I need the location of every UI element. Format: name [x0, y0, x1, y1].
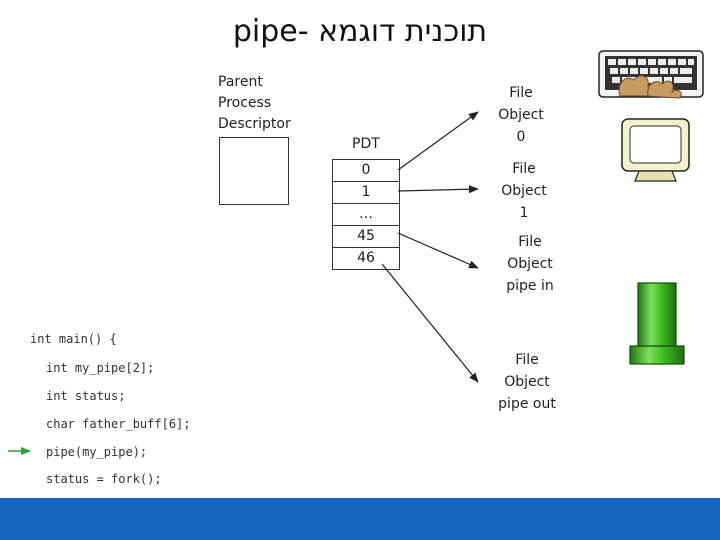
- pipe-icon: [629, 282, 685, 365]
- pdt-label: PDT: [352, 136, 380, 152]
- code-line: int main() {: [30, 332, 117, 346]
- file-object-0: File Object 0: [471, 82, 571, 148]
- ppd-label-line: Parent: [218, 74, 263, 90]
- pdt-row-ellipsis: …: [333, 204, 399, 226]
- parent-process-descriptor-label: Parent Process Descriptor: [218, 72, 318, 135]
- file-object-pipe-in-line: pipe in: [506, 278, 554, 294]
- ppd-label-line: Process: [218, 95, 272, 111]
- code-line: int status;: [46, 389, 126, 403]
- file-object-1-line: Object: [501, 183, 547, 199]
- page-title: pipe- תוכנית דוגמא: [232, 14, 488, 49]
- file-object-1: File Object 1: [474, 158, 574, 224]
- pdt-row-46: 46: [333, 248, 399, 270]
- pdt-row-0: 0: [333, 159, 399, 182]
- pdt-row-1: 1: [333, 182, 399, 204]
- arrow-pdt1-to-fo1: [397, 185, 479, 194]
- bottom-bar: [0, 498, 720, 540]
- file-object-pipe-out-line: Object: [504, 374, 550, 390]
- arrow-pdt46-to-pipe-out: [381, 263, 479, 383]
- file-object-0-line: Object: [498, 107, 544, 123]
- code-line: status = fork();: [46, 472, 162, 486]
- code-line: char father_buff[6];: [46, 417, 191, 431]
- file-object-pipe-in-line: File: [518, 234, 542, 250]
- file-object-pipe-out-line: File: [515, 352, 539, 368]
- arrow-pdt0-to-fo0: [397, 111, 479, 171]
- pdt-row-45: 45: [333, 226, 399, 248]
- parent-process-descriptor-box: [219, 137, 289, 205]
- keyboard-icon: [598, 50, 704, 99]
- file-object-pipe-in: File Object pipe in: [480, 231, 580, 297]
- file-object-0-line: 0: [516, 129, 526, 145]
- file-object-pipe-in-line: Object: [507, 256, 553, 272]
- file-object-pipe-out-line: pipe out: [498, 396, 556, 412]
- file-object-pipe-out: File Object pipe out: [477, 349, 577, 415]
- monitor-icon: [621, 118, 690, 182]
- file-object-0-line: File: [509, 85, 533, 101]
- arrow-pdt45-to-pipe-in: [397, 232, 479, 269]
- file-object-1-line: 1: [519, 205, 529, 221]
- file-object-1-line: File: [512, 161, 536, 177]
- ppd-label-line: Descriptor: [218, 116, 291, 132]
- code-line: int my_pipe[2];: [46, 361, 155, 375]
- code-line-current: pipe(my_pipe);: [46, 445, 148, 459]
- pdt-table: 0 1 … 45 46: [332, 159, 400, 270]
